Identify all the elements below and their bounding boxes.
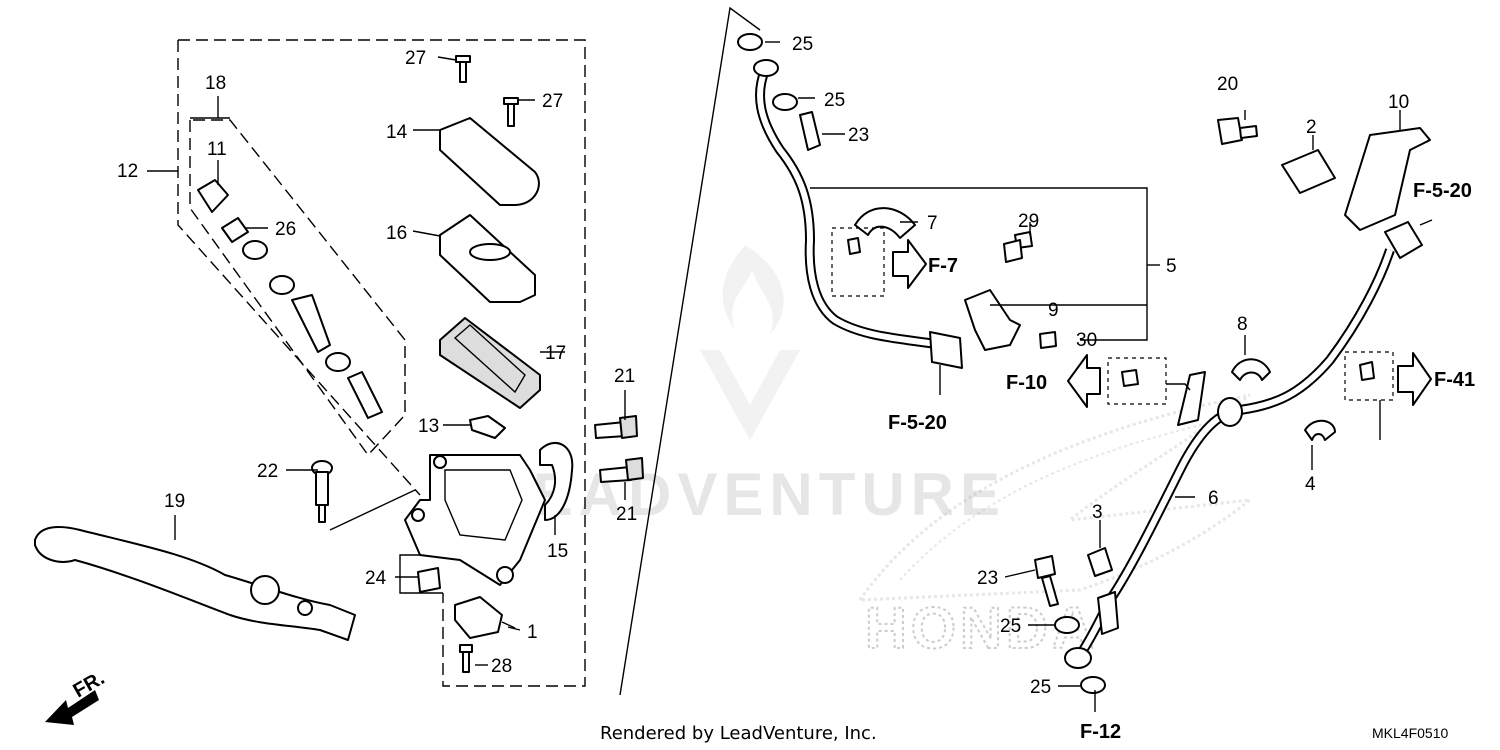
pivot-bolt-22 <box>311 460 333 523</box>
washer-25-lower <box>1054 616 1080 634</box>
screw-28 <box>459 644 473 673</box>
washer-25-bottom <box>1080 676 1106 694</box>
arrow-right-f41 <box>1397 352 1432 406</box>
reservoir-diaphragm <box>439 317 541 409</box>
callout-25-bottom: 25 <box>1030 677 1051 698</box>
callout-22: 22 <box>257 461 278 482</box>
bracket-plate <box>1177 371 1206 426</box>
watermark-text: LEADVENTURE <box>490 461 1006 528</box>
clip <box>469 415 506 439</box>
callout-17: 17 <box>545 343 566 364</box>
frame-lines <box>177 6 761 696</box>
callout-23-lower: 23 <box>977 568 998 589</box>
ref-f7: F-7 <box>928 255 958 277</box>
callout-25-lower: 25 <box>1000 616 1021 637</box>
hose-clamp-7 <box>854 207 916 239</box>
callout-12: 12 <box>117 161 138 182</box>
leader-lines <box>147 41 1433 712</box>
callout-1: 1 <box>527 622 538 643</box>
clamp-8 <box>1231 358 1271 381</box>
callout-28: 28 <box>491 656 512 677</box>
watermark: LEADVENTURE HONDA <box>490 245 1255 662</box>
bolt-30 <box>1039 331 1057 349</box>
callout-27-top: 27 <box>405 48 426 69</box>
callout-25-top: 25 <box>792 34 813 55</box>
callout-2: 2 <box>1306 117 1317 138</box>
brake-lever <box>34 526 356 641</box>
honda-wing-watermark <box>857 393 1255 602</box>
arrow-forward-icon <box>45 690 99 725</box>
master-cylinder-body <box>404 454 546 586</box>
clamp-4 <box>1304 419 1336 441</box>
piston-kit <box>197 179 383 419</box>
callout-10: 10 <box>1388 92 1409 113</box>
bracket-10 <box>1344 127 1431 231</box>
watermark-logo-icon <box>700 245 800 440</box>
hose-bracket-9 <box>964 289 1021 351</box>
reservoir-cover <box>439 117 540 206</box>
callout-18: 18 <box>205 73 226 94</box>
callout-7: 7 <box>927 213 938 234</box>
callout-23-upper: 23 <box>848 125 869 146</box>
callout-9: 9 <box>1048 300 1059 321</box>
brake-hose-upper <box>737 33 963 369</box>
master-cylinder-holder <box>539 441 574 521</box>
callout-19: 19 <box>164 491 185 512</box>
bolt-21-lower <box>599 457 644 483</box>
arrow-left-f10 <box>1067 354 1101 408</box>
clamp-2 <box>1281 149 1336 194</box>
callout-3: 3 <box>1092 502 1103 523</box>
ref-f5-20-top: F-5-20 <box>1413 180 1472 202</box>
callout-21-upper: 21 <box>614 366 635 387</box>
callout-13: 13 <box>418 416 439 437</box>
callout-4: 4 <box>1305 474 1316 495</box>
joint-3 <box>1087 547 1113 577</box>
bolt-23-lower <box>1034 555 1059 607</box>
screw-27-top <box>455 55 471 83</box>
callout-16: 16 <box>386 223 407 244</box>
callout-labels: 1 2 3 4 5 6 7 8 9 10 11 12 13 14 15 16 1… <box>117 34 1409 698</box>
callout-15: 15 <box>547 541 568 562</box>
callout-8: 8 <box>1237 314 1248 335</box>
brake-pipe-6 <box>1064 221 1423 669</box>
callout-20: 20 <box>1217 74 1238 95</box>
reference-labels: F-7 F-5-20 F-5-20 F-10 F-41 F-12 <box>888 180 1475 743</box>
ref-f41: F-41 <box>1434 369 1475 391</box>
callout-25-second: 25 <box>824 90 845 111</box>
callout-14: 14 <box>386 122 408 143</box>
callout-5: 5 <box>1166 256 1177 277</box>
callout-30: 30 <box>1076 330 1097 351</box>
footer-credit: Rendered by LeadVenture, Inc. <box>600 723 877 744</box>
ref-f12: F-12 <box>1080 721 1121 743</box>
screw-27-second <box>503 97 519 127</box>
ref-f10: F-10 <box>1006 372 1047 394</box>
callout-24: 24 <box>365 568 387 589</box>
callout-21-lower: 21 <box>616 504 637 525</box>
brake-switch <box>454 596 503 639</box>
bolt-21-upper <box>594 415 638 439</box>
callout-6: 6 <box>1208 488 1219 509</box>
callout-27-second: 27 <box>542 91 563 112</box>
bolt-29 <box>1003 231 1033 263</box>
callout-29: 29 <box>1018 211 1039 232</box>
arrow-right-f7 <box>892 239 927 289</box>
bolt-20 <box>1217 117 1258 145</box>
diagram-code: MKL4F0510 <box>1372 725 1448 741</box>
direction-label: FR. <box>70 667 109 702</box>
callout-26: 26 <box>275 219 296 240</box>
cap-24 <box>417 567 441 593</box>
ref-f5-20-hose: F-5-20 <box>888 412 947 434</box>
callout-11: 11 <box>207 139 227 160</box>
